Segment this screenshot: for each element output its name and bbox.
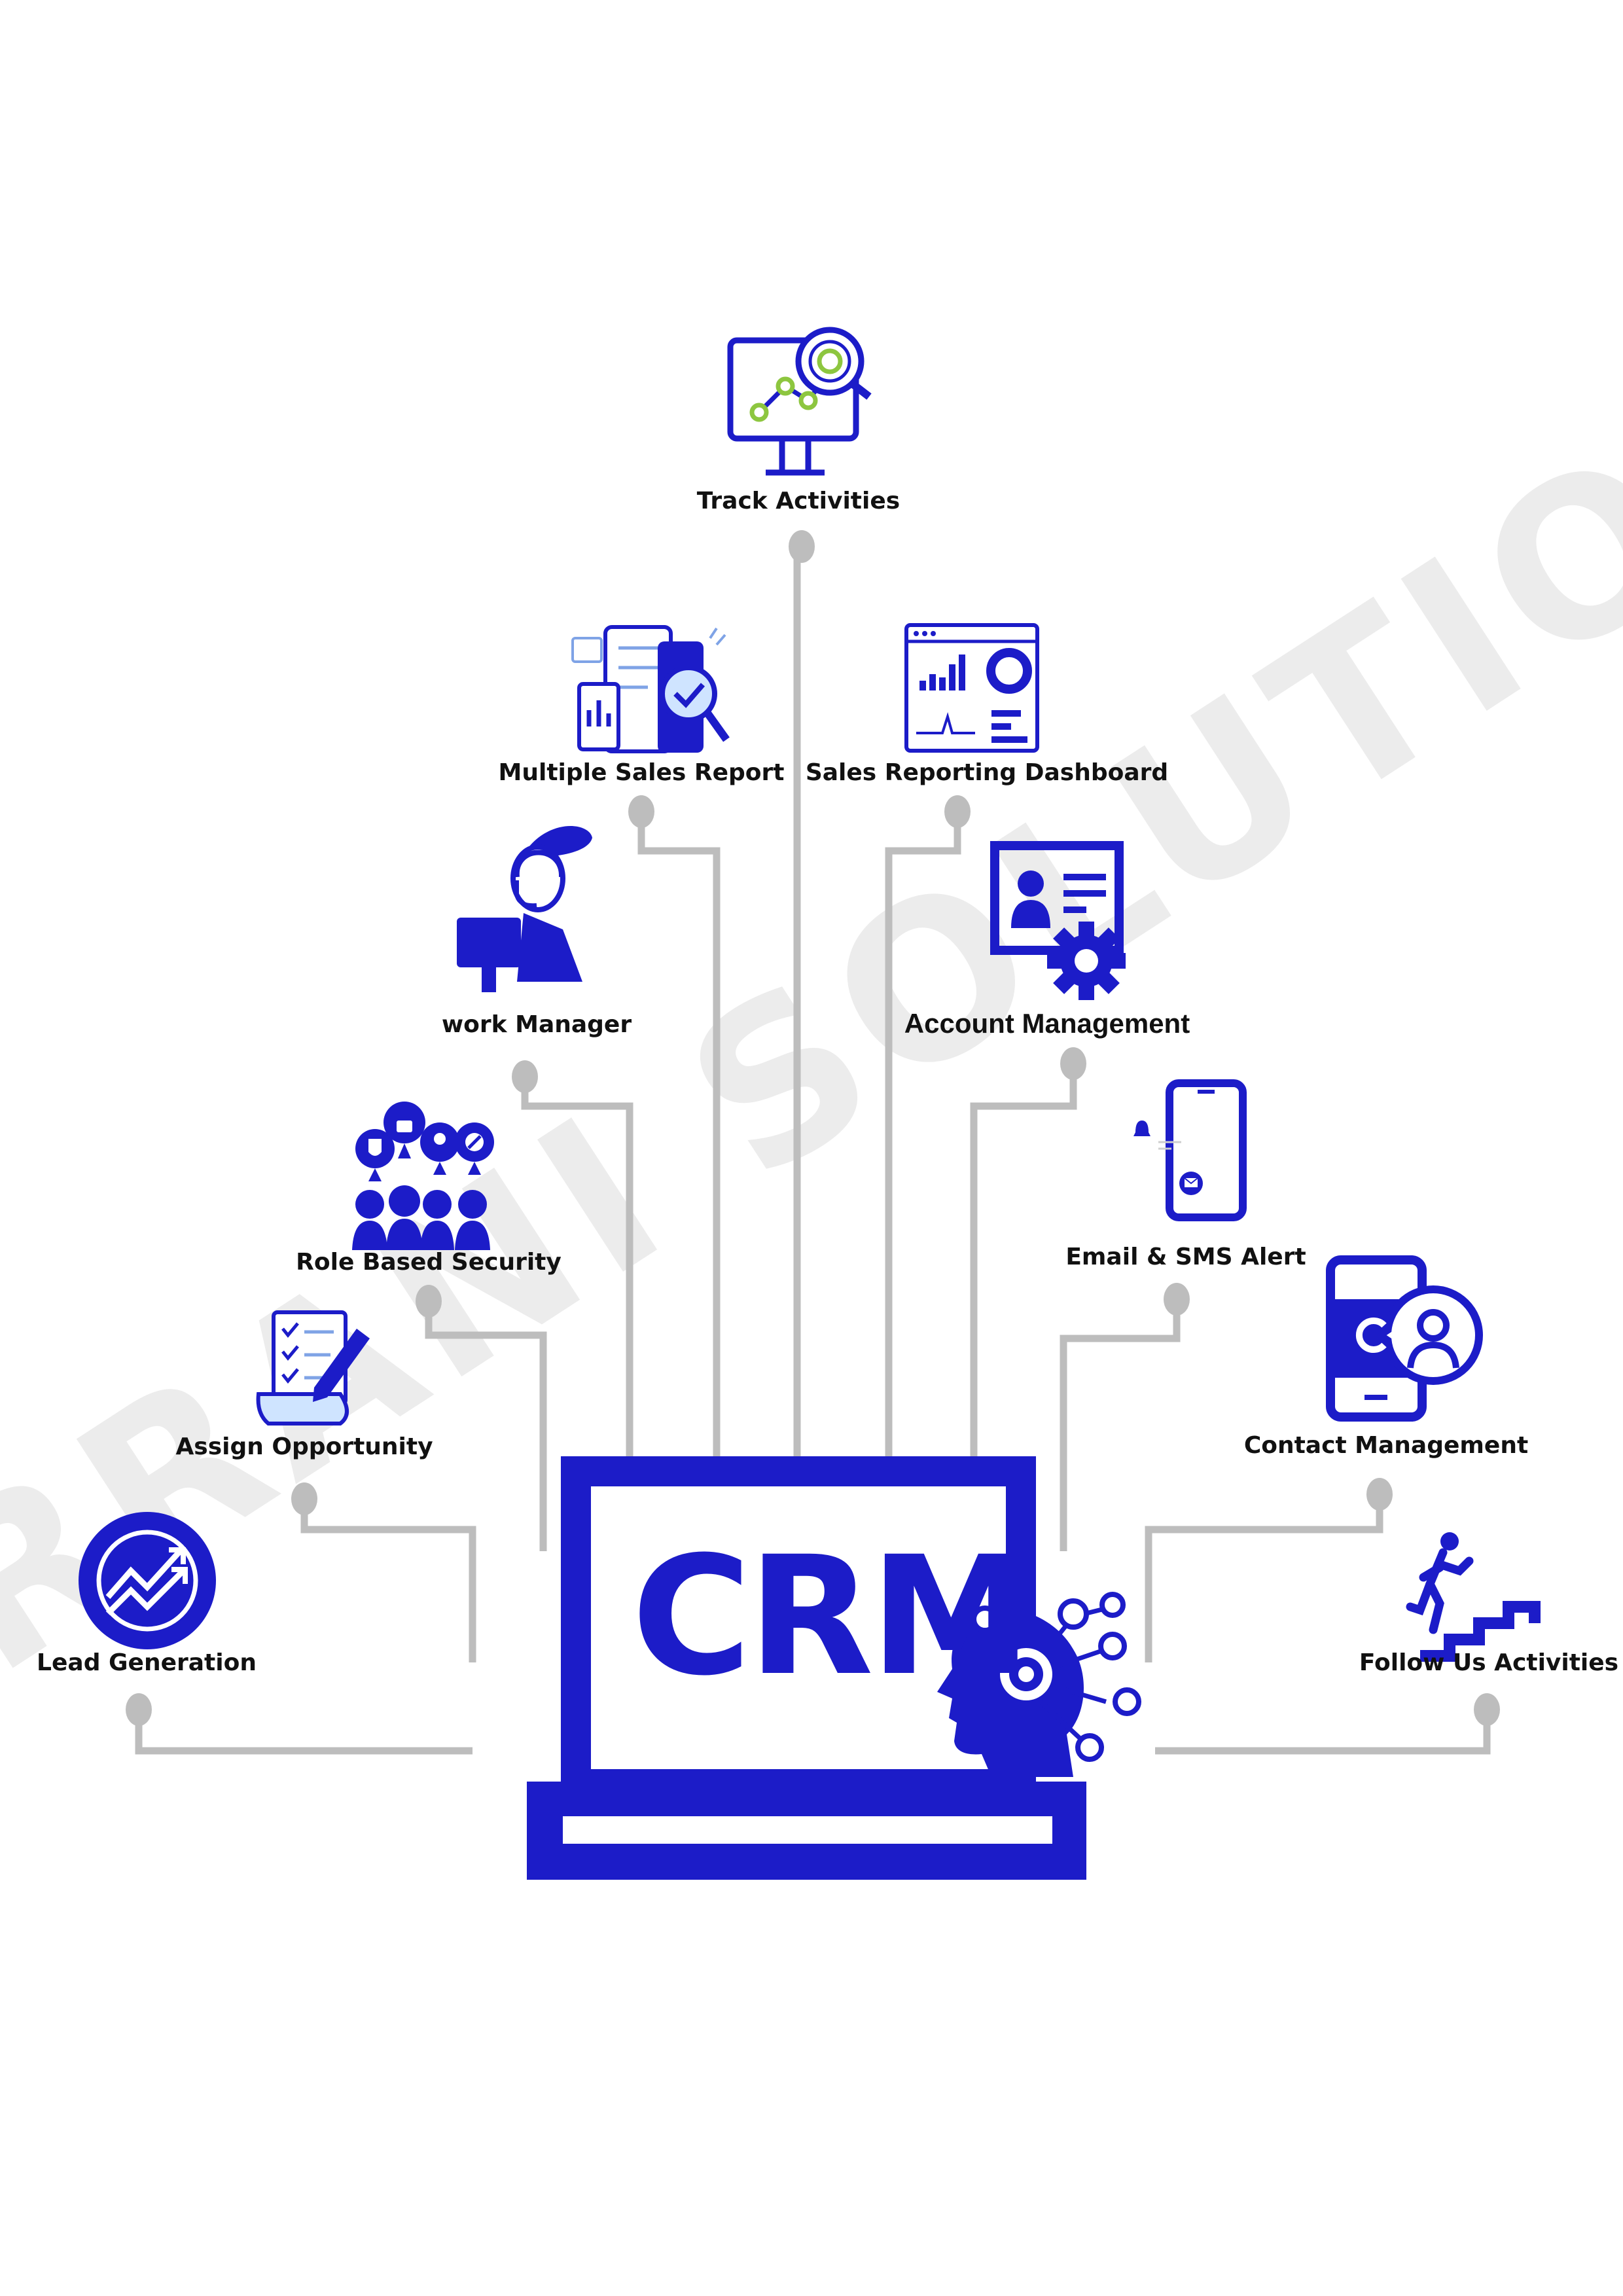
label-contact-management: Contact Management xyxy=(1243,1432,1529,1459)
stairs-climber-icon xyxy=(1406,1532,1541,1662)
connector-follow-us xyxy=(1155,1710,1491,1755)
headset-agent-icon xyxy=(457,826,592,992)
label-email-sms-alert: Email & SMS Alert xyxy=(1065,1244,1306,1270)
pin-work-manager xyxy=(512,1060,538,1093)
reports-magnifier-icon xyxy=(571,625,730,753)
label-role-based-security: Role Based Security xyxy=(296,1249,562,1276)
pin-follow-us xyxy=(1474,1693,1500,1726)
pin-contact-management xyxy=(1366,1478,1393,1511)
pin-account-management xyxy=(1060,1047,1086,1080)
pin-lead-generation xyxy=(126,1693,152,1726)
phone-contact-icon xyxy=(1326,1255,1483,1422)
label-sales-reporting-dashboard: Sales Reporting Dashboard xyxy=(805,759,1169,786)
crm-laptop-icon xyxy=(527,1456,1086,1880)
pin-sales-dashboard xyxy=(944,795,971,828)
monitor-chart-magnifier-icon xyxy=(727,327,872,476)
connector-lead-generation xyxy=(135,1710,473,1755)
pin-email-sms xyxy=(1164,1283,1190,1316)
label-follow-us-activities: Follow Us Activities xyxy=(1359,1649,1619,1676)
label-multiple-sales-report: Multiple Sales Report xyxy=(498,759,785,786)
pin-role-security xyxy=(416,1285,442,1318)
pin-multiple-sales-report xyxy=(628,795,654,828)
label-account-management: Account Management xyxy=(904,1008,1190,1039)
crm-title: CRM xyxy=(632,1521,1033,1712)
checklist-pen-icon xyxy=(256,1310,370,1426)
label-lead-generation: Lead Generation xyxy=(37,1649,257,1676)
phone-mail-alert-icon xyxy=(1133,1079,1247,1221)
connector-account-management xyxy=(970,1064,1077,1473)
pin-track-activities xyxy=(789,530,815,563)
ai-head-network-icon xyxy=(937,1592,1141,1777)
label-work-manager: work Manager xyxy=(441,1011,632,1038)
connector-role-security xyxy=(425,1301,547,1551)
id-card-gear-icon xyxy=(990,841,1126,1000)
connector-email-sms xyxy=(1060,1299,1181,1551)
connector-assign-opportunity xyxy=(300,1499,476,1662)
connector-pins xyxy=(126,530,1500,1726)
connector-multiple-sales-report xyxy=(637,810,721,1473)
pin-assign-opportunity xyxy=(291,1482,317,1515)
growth-chart-circle-icon xyxy=(79,1512,216,1649)
label-track-activities: Track Activities xyxy=(696,488,901,514)
team-security-icon xyxy=(352,1102,494,1250)
dashboard-screen-icon xyxy=(904,623,1039,753)
label-assign-opportunity: Assign Opportunity xyxy=(175,1433,433,1460)
connector-contact-management xyxy=(1145,1494,1383,1662)
connector-sales-dashboard xyxy=(885,810,961,1473)
